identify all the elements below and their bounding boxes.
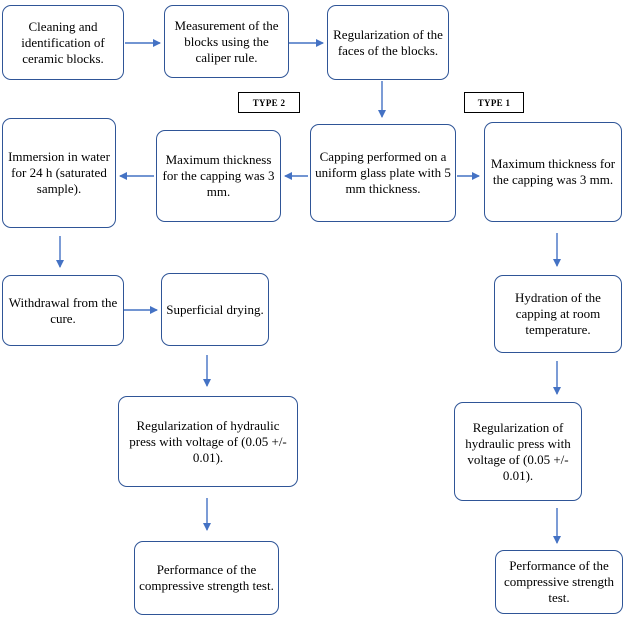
step-test-type1: Performance of the compressive strength … (495, 550, 623, 614)
step-test-type2: Performance of the compressive strength … (134, 541, 279, 615)
step-press-type2: Regularization of hydraulic press with v… (118, 396, 298, 487)
step-withdrawal: Withdrawal from the cure. (2, 275, 124, 346)
tag-type2: TYPE 2 (238, 92, 300, 113)
step-regularization-faces: Regularization of the faces of the block… (327, 5, 449, 80)
step-drying: Superficial drying. (161, 273, 269, 346)
step-capping-plate: Capping performed on a uniform glass pla… (310, 124, 456, 222)
step-hydration: Hydration of the capping at room tempera… (494, 275, 622, 353)
step-max-thickness-type2: Maximum thickness for the capping was 3 … (156, 130, 281, 222)
step-measurement: Measurement of the blocks using the cali… (164, 5, 289, 78)
step-max-thickness-type1: Maximum thickness for the capping was 3 … (484, 122, 622, 222)
step-press-type1: Regularization of hydraulic press with v… (454, 402, 582, 501)
tag-type1: TYPE 1 (464, 92, 524, 113)
step-cleaning: Cleaning and identification of ceramic b… (2, 5, 124, 80)
step-immersion: Immersion in water for 24 h (saturated s… (2, 118, 116, 228)
